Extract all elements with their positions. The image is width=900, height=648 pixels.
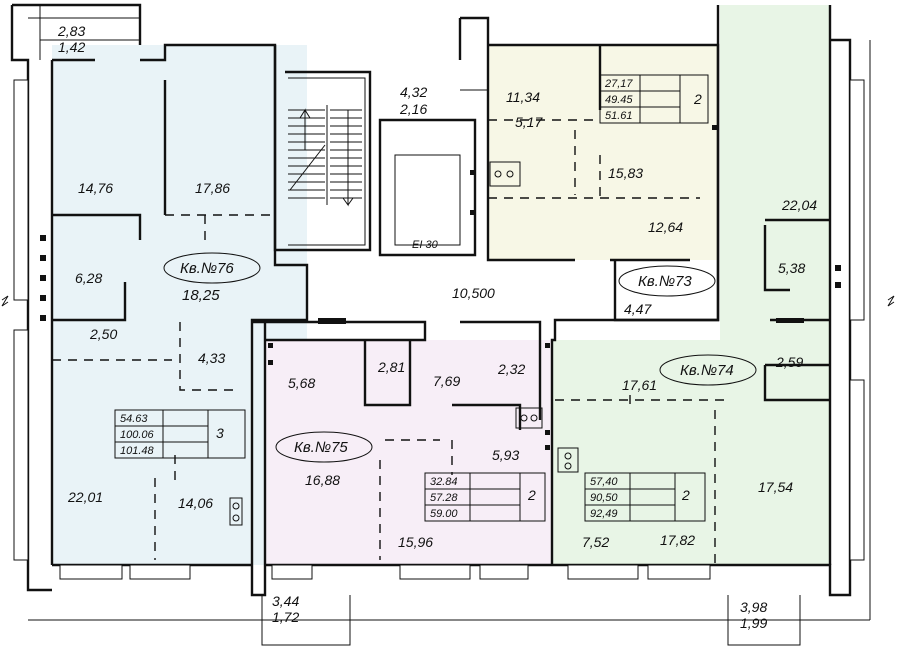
apartment-74-room-area: 17,54	[758, 479, 793, 495]
apartment-75-room-area: 15,96	[398, 534, 433, 550]
elevator-label: EI 30	[412, 239, 439, 251]
apartment-76-room-area: 17,86	[195, 180, 230, 196]
apartment-74-room-area: 5,38	[778, 260, 805, 276]
apartment-75-summary-2: 57.28	[430, 492, 458, 504]
apartment-76-room-area: 18,25	[182, 287, 220, 304]
stair-area-2: 2,16	[399, 101, 427, 117]
apartment-76-room-area: 14,06	[178, 495, 213, 511]
bottom-left-area-1: 3,44	[272, 593, 299, 609]
apartment-73-room-area: 11,34	[506, 89, 540, 105]
apartment-73-summary-2: 49.45	[605, 94, 633, 106]
apartment-73-label: Кв.№73	[638, 273, 692, 290]
apartment-76-walls	[50, 43, 309, 565]
apartment-73-area	[488, 45, 718, 260]
top-left-area-1: 2,83	[57, 23, 85, 39]
apartment-73-room-area: 5,17	[515, 114, 543, 130]
apartment-76-room-area: 14,76	[78, 180, 113, 196]
apartment-73-room-area: 4,47	[624, 301, 652, 317]
apartment-74-summary-1: 57,40	[590, 476, 618, 488]
top-left-area-2: 1,42	[58, 39, 85, 55]
apartment-74-label: Кв.№74	[680, 362, 734, 379]
apartment-75-walls	[252, 318, 543, 565]
apartment-74-room-area: 7,52	[582, 534, 609, 550]
apartment-73-room-area: 12,64	[648, 219, 683, 235]
apartment-75-room-area: 5,68	[288, 375, 315, 391]
apartment-74-room-area: 2,59	[775, 354, 803, 370]
bottom-left-area-2: 1,72	[272, 609, 299, 625]
apartment-76-summary-2: 100.06	[120, 429, 155, 441]
apartment-75-room-area: 16,88	[305, 472, 340, 488]
apartment-73-label-ellipse	[618, 265, 716, 297]
apartment-75-summary-table	[424, 472, 546, 522]
apartment-74-area-lower	[552, 340, 830, 565]
apartment-75-summary-1: 32.84	[430, 476, 458, 488]
apartment-76-summary-3: 101.48	[120, 445, 155, 457]
apartment-74-rooms-count: 2	[681, 487, 690, 503]
balconies	[40, 39, 801, 646]
stair-elevator-block	[273, 16, 490, 257]
apartment-75-label: Кв.№75	[294, 439, 348, 456]
apartment-75-label-ellipse	[275, 431, 373, 463]
apartment-73-rooms-count: 2	[693, 91, 702, 107]
apartment-75-room-area: 5,93	[492, 447, 519, 463]
apartment-75-rooms-count: 2	[527, 487, 536, 503]
apartment-75-summary-3: 59.00	[430, 508, 458, 520]
apartment-76-summary-table	[114, 409, 246, 459]
apartment-74-label-ellipse	[659, 354, 757, 386]
apartment-76-summary-1: 54.63	[120, 413, 148, 425]
apartment-73-summary-table	[599, 74, 709, 124]
bottom-right-area-2: 1,99	[740, 615, 767, 631]
corridor-area: 10,500	[452, 285, 495, 301]
apartment-74-walls	[550, 5, 830, 565]
apartment-73-room-area: 15,83	[608, 165, 643, 181]
apartment-74-room-area: 17,82	[660, 532, 695, 548]
apartment-75-room-area: 2,32	[497, 361, 525, 377]
apartment-76-room-area: 6,28	[75, 270, 102, 286]
apartment-74-room-area: 22,04	[781, 197, 817, 213]
vent-markers	[40, 125, 841, 450]
apartment-74-summary-2: 90,50	[590, 492, 618, 504]
apartment-74-summary-table	[584, 472, 706, 522]
apartment-74-summary-3: 92,49	[590, 508, 618, 520]
apartment-74-room-area: 17,61	[622, 377, 657, 393]
apartment-76-room-area: 22,01	[67, 489, 103, 505]
apartment-76-label: Кв.№76	[180, 260, 234, 277]
apartment-73-summary-3: 51.61	[605, 110, 633, 122]
apartment-73-summary-1: 27,17	[604, 78, 633, 90]
apartment-76-rooms-count: 3	[216, 425, 224, 441]
apartment-76-room-area: 2,50	[89, 326, 117, 342]
stair-area-1: 4,32	[400, 84, 427, 100]
windows	[13, 79, 865, 580]
apartment-75-room-area: 2,81	[377, 359, 405, 375]
bottom-right-area-1: 3,98	[740, 599, 767, 615]
apartment-76-label-ellipse	[163, 252, 261, 284]
apartment-76-room-area: 4,33	[198, 350, 225, 366]
apartment-75-room-area: 7,69	[433, 373, 460, 389]
